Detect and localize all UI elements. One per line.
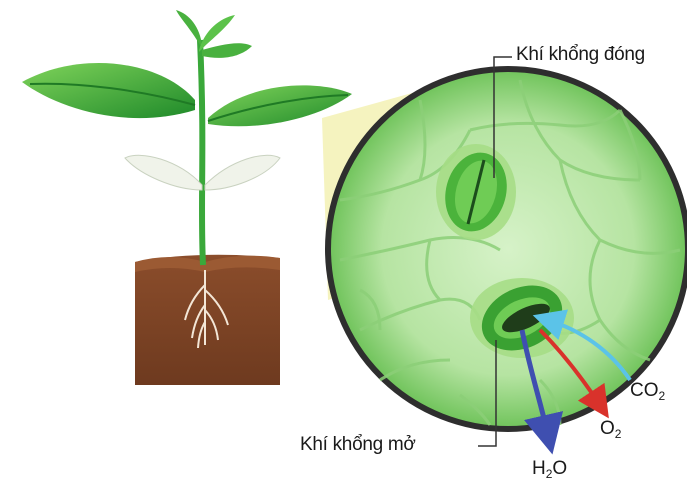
co2-symbol: CO <box>630 380 659 401</box>
stem <box>200 40 203 265</box>
co2-subscript: 2 <box>659 389 666 403</box>
h2o-symbol: H <box>532 458 546 479</box>
o2-symbol: O <box>600 418 615 439</box>
plant <box>22 10 352 385</box>
cotyledon-right <box>205 155 280 190</box>
h2o-suffix: O <box>552 458 567 479</box>
leaf-surface-magnified <box>328 69 687 429</box>
stoma-open-label: Khí khổng mở <box>300 434 416 456</box>
soil-block <box>135 255 280 385</box>
stoma-closed <box>436 144 516 240</box>
o2-subscript: 2 <box>615 427 622 441</box>
h2o-label: H2O <box>532 458 567 481</box>
co2-label: CO2 <box>630 380 665 403</box>
stoma-closed-label: Khí khổng đóng <box>516 44 645 66</box>
o2-label: O2 <box>600 418 621 441</box>
leaf-left <box>22 63 195 118</box>
cotyledon-left <box>125 155 202 190</box>
sprout-right <box>202 43 252 58</box>
sprout-left <box>176 10 202 45</box>
